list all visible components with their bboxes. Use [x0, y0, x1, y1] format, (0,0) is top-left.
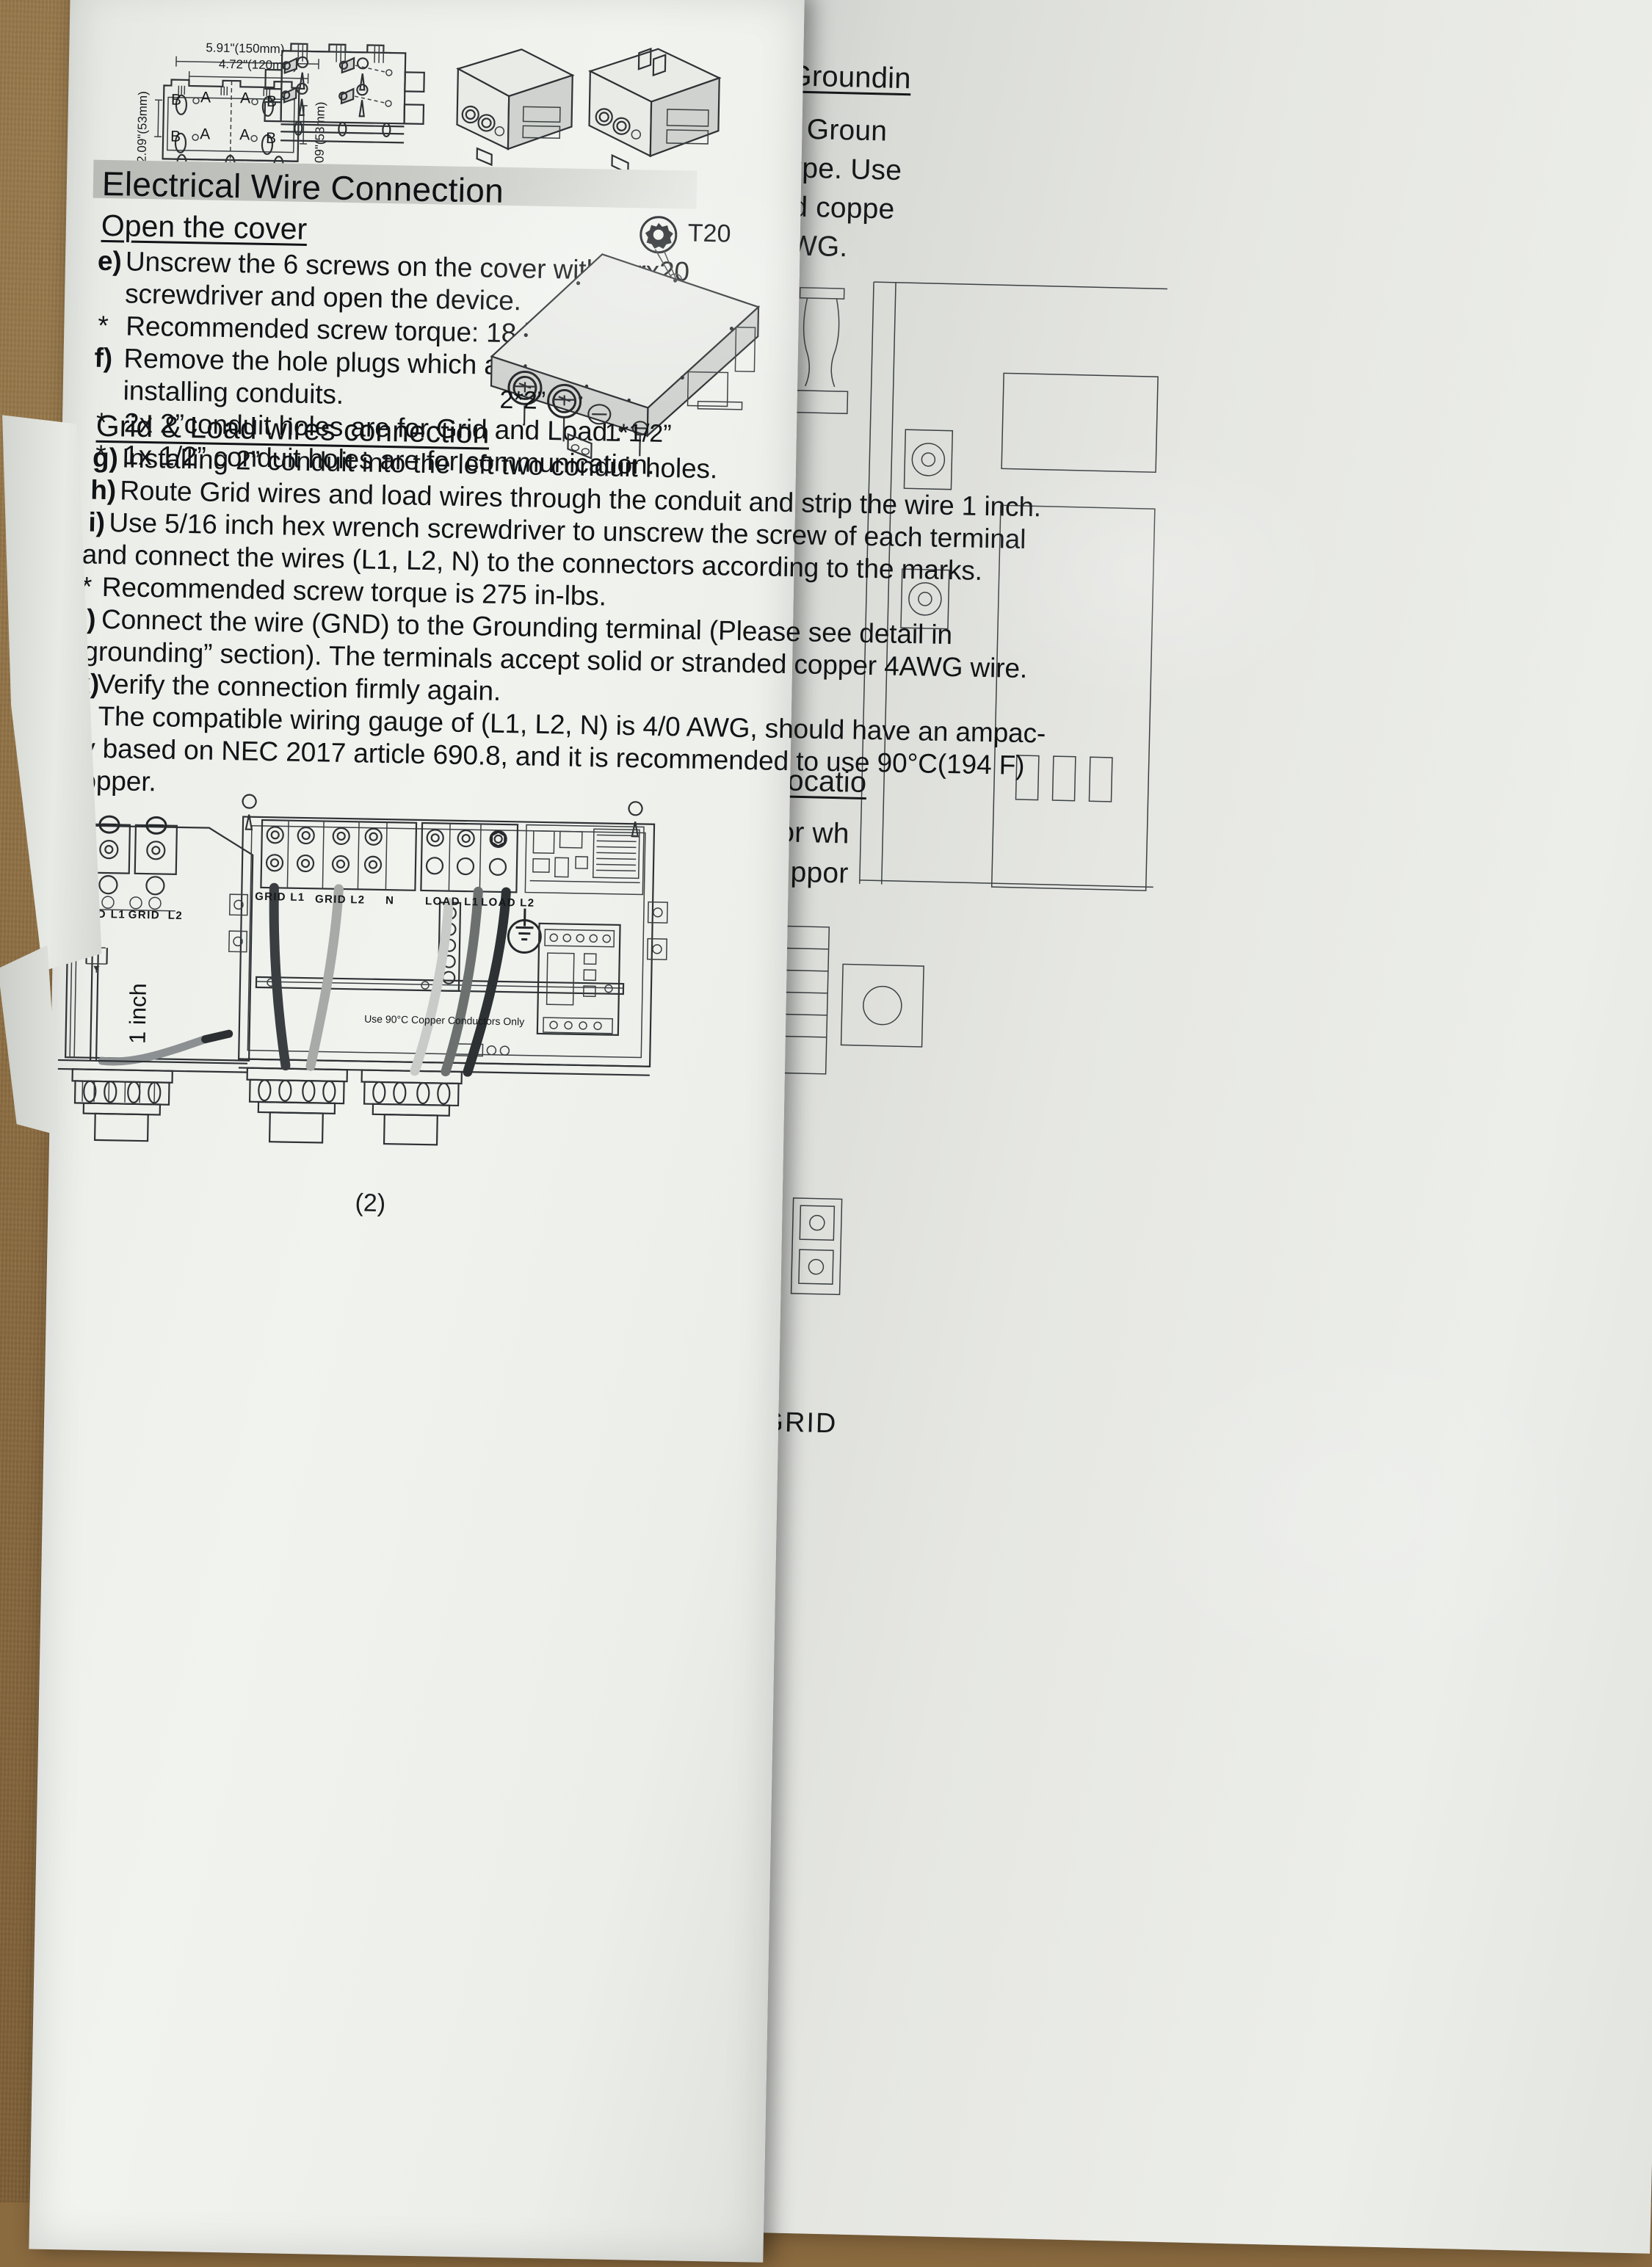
mark-b-2: B	[170, 128, 181, 145]
internal-label-load-l1: LOAD L1	[424, 895, 479, 909]
diagram-terminal-detail-left: RID L1 GRID L2 1 inch	[57, 810, 283, 1152]
page-number: (2)	[355, 1189, 386, 1218]
grid-load-k-line-0: Verify the connection firmly again.	[97, 668, 501, 706]
bullet-e: e)	[97, 245, 123, 277]
bullet-f: f)	[94, 342, 113, 374]
left-page: 5.91"(150mm) 4.72"(120mm) 2.09"(53mm) 2.…	[29, 0, 1046, 2263]
mark-a-4: A	[239, 126, 250, 144]
mark-b-1: B	[170, 91, 182, 109]
internal-label-grid-l2: GRID L2	[314, 893, 366, 907]
callout-conduit-2in: 2*2”	[499, 385, 546, 415]
mark-a-2: A	[199, 126, 211, 143]
diagram-bracket-exploded	[264, 37, 428, 158]
mark-a-3: A	[239, 90, 251, 107]
mark-a-1: A	[200, 89, 211, 106]
right-page-detail	[780, 925, 924, 1075]
diagram-iso-box-right: M6*2	[573, 36, 738, 193]
internal-label-grid-l1: GRID L1	[255, 890, 305, 904]
right-page-drawing-lower	[790, 1197, 843, 1296]
right-page-drawing	[792, 281, 1167, 891]
internal-label-n: N	[385, 894, 395, 907]
grid-load-275-line: Recommended screw torque is 275 in-lbs.	[101, 571, 607, 612]
diagram-iso-box-left	[434, 37, 576, 172]
bullet-star-torque: *	[98, 310, 109, 341]
open-cover-e-line-1: screwdriver and open the device.	[124, 278, 522, 316]
right-grounding-heading: Groundin	[789, 59, 912, 95]
dim-height-left: 2.09"(53mm)	[134, 90, 151, 163]
bullet-g: g)	[92, 442, 119, 474]
bullet-h: h)	[90, 474, 117, 506]
open-cover-f-line-1: installing conduits.	[123, 375, 344, 410]
callout-conduit-half-in: 1*1/2”	[604, 418, 672, 449]
left-inch-label: 1 inch	[124, 982, 151, 1045]
section-title: Electrical Wire Connection	[101, 164, 504, 210]
open-cover-heading: Open the cover	[101, 208, 308, 246]
internal-label-load-l2: LOAD L2	[480, 896, 535, 910]
callout-t20: T20	[687, 219, 731, 248]
right-page: Groundin s) Groun type. Use ed coppe AWG…	[695, 0, 1652, 2254]
diagram-internal-layout: GRID L1 GRID L2 N LOAD L1 LOAD L2 Use 90…	[224, 794, 686, 1159]
left-terminal-label-1: GRID	[128, 908, 161, 922]
bullet-i: i)	[88, 507, 106, 537]
left-terminal-label-2: L2	[167, 909, 184, 923]
diagram-device-perspective: T20 2*2” 1*1/2”	[477, 212, 789, 460]
